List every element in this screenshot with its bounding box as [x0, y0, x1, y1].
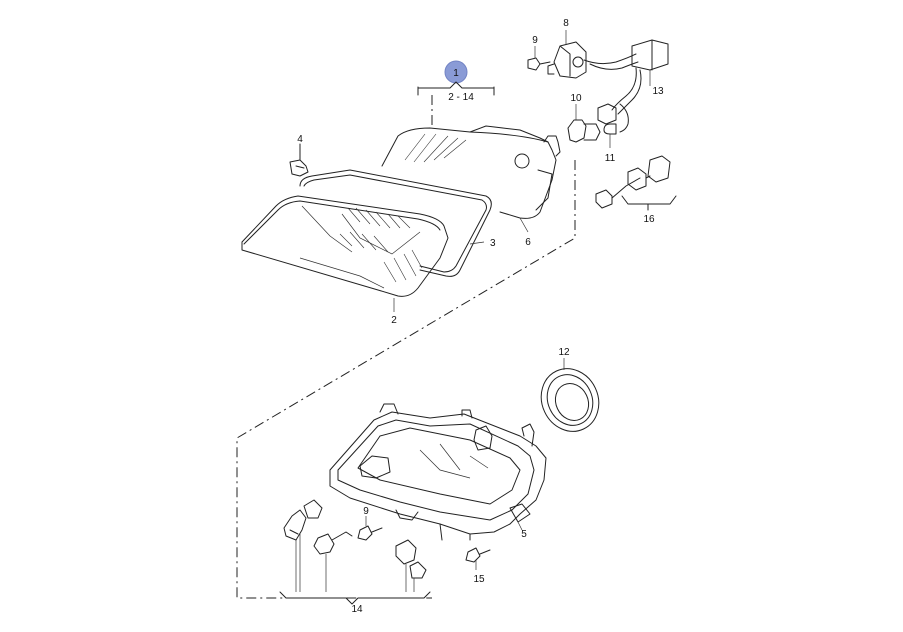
callout-1-marker [444, 60, 468, 84]
callout-16-label[interactable]: 16 [643, 214, 655, 225]
rear-housing [381, 125, 561, 219]
callout-11-label[interactable]: 11 [605, 153, 616, 164]
screw-part-9-bottom [357, 516, 383, 541]
wiring-harness [583, 39, 669, 133]
clips-part-14 [279, 499, 431, 605]
callout-9-top-label[interactable]: 9 [532, 35, 538, 46]
callout-5-label[interactable]: 5 [521, 529, 527, 540]
callout-2-label[interactable]: 2 [391, 315, 397, 326]
callout-1-bracket [417, 81, 495, 96]
callout-9-bottom-label[interactable]: 9 [363, 506, 369, 517]
callout-6-label[interactable]: 6 [525, 237, 531, 248]
bulb-part-11 [603, 123, 617, 148]
callout-1-label: 1 [453, 68, 459, 79]
clip-part-4 [289, 143, 309, 177]
adjusting-ring-part-12 [540, 358, 600, 432]
callout-1[interactable]: 1 2 - 14 [417, 60, 495, 103]
leader-lines [393, 70, 651, 531]
screw-part-9-top [527, 46, 551, 71]
callout-10-label[interactable]: 10 [570, 93, 582, 104]
callout-4-label[interactable]: 4 [297, 134, 303, 145]
callout-15-label[interactable]: 15 [473, 574, 485, 585]
headlight-lens [241, 195, 449, 297]
connector-part-16 [595, 155, 677, 211]
callout-3-label[interactable]: 3 [490, 238, 496, 249]
callout-14-label[interactable]: 14 [351, 604, 363, 615]
callout-8-label[interactable]: 8 [563, 18, 569, 29]
screw-part-15 [465, 547, 491, 570]
headlight-housing [329, 403, 547, 541]
callout-12-label[interactable]: 12 [558, 347, 570, 358]
adjusting-motor-part-8 [547, 30, 587, 79]
callout-1-range-label: 2 - 14 [448, 92, 474, 103]
bulb-part-10 [567, 104, 601, 143]
gasket [299, 169, 492, 277]
callout-13-label[interactable]: 13 [652, 86, 664, 97]
